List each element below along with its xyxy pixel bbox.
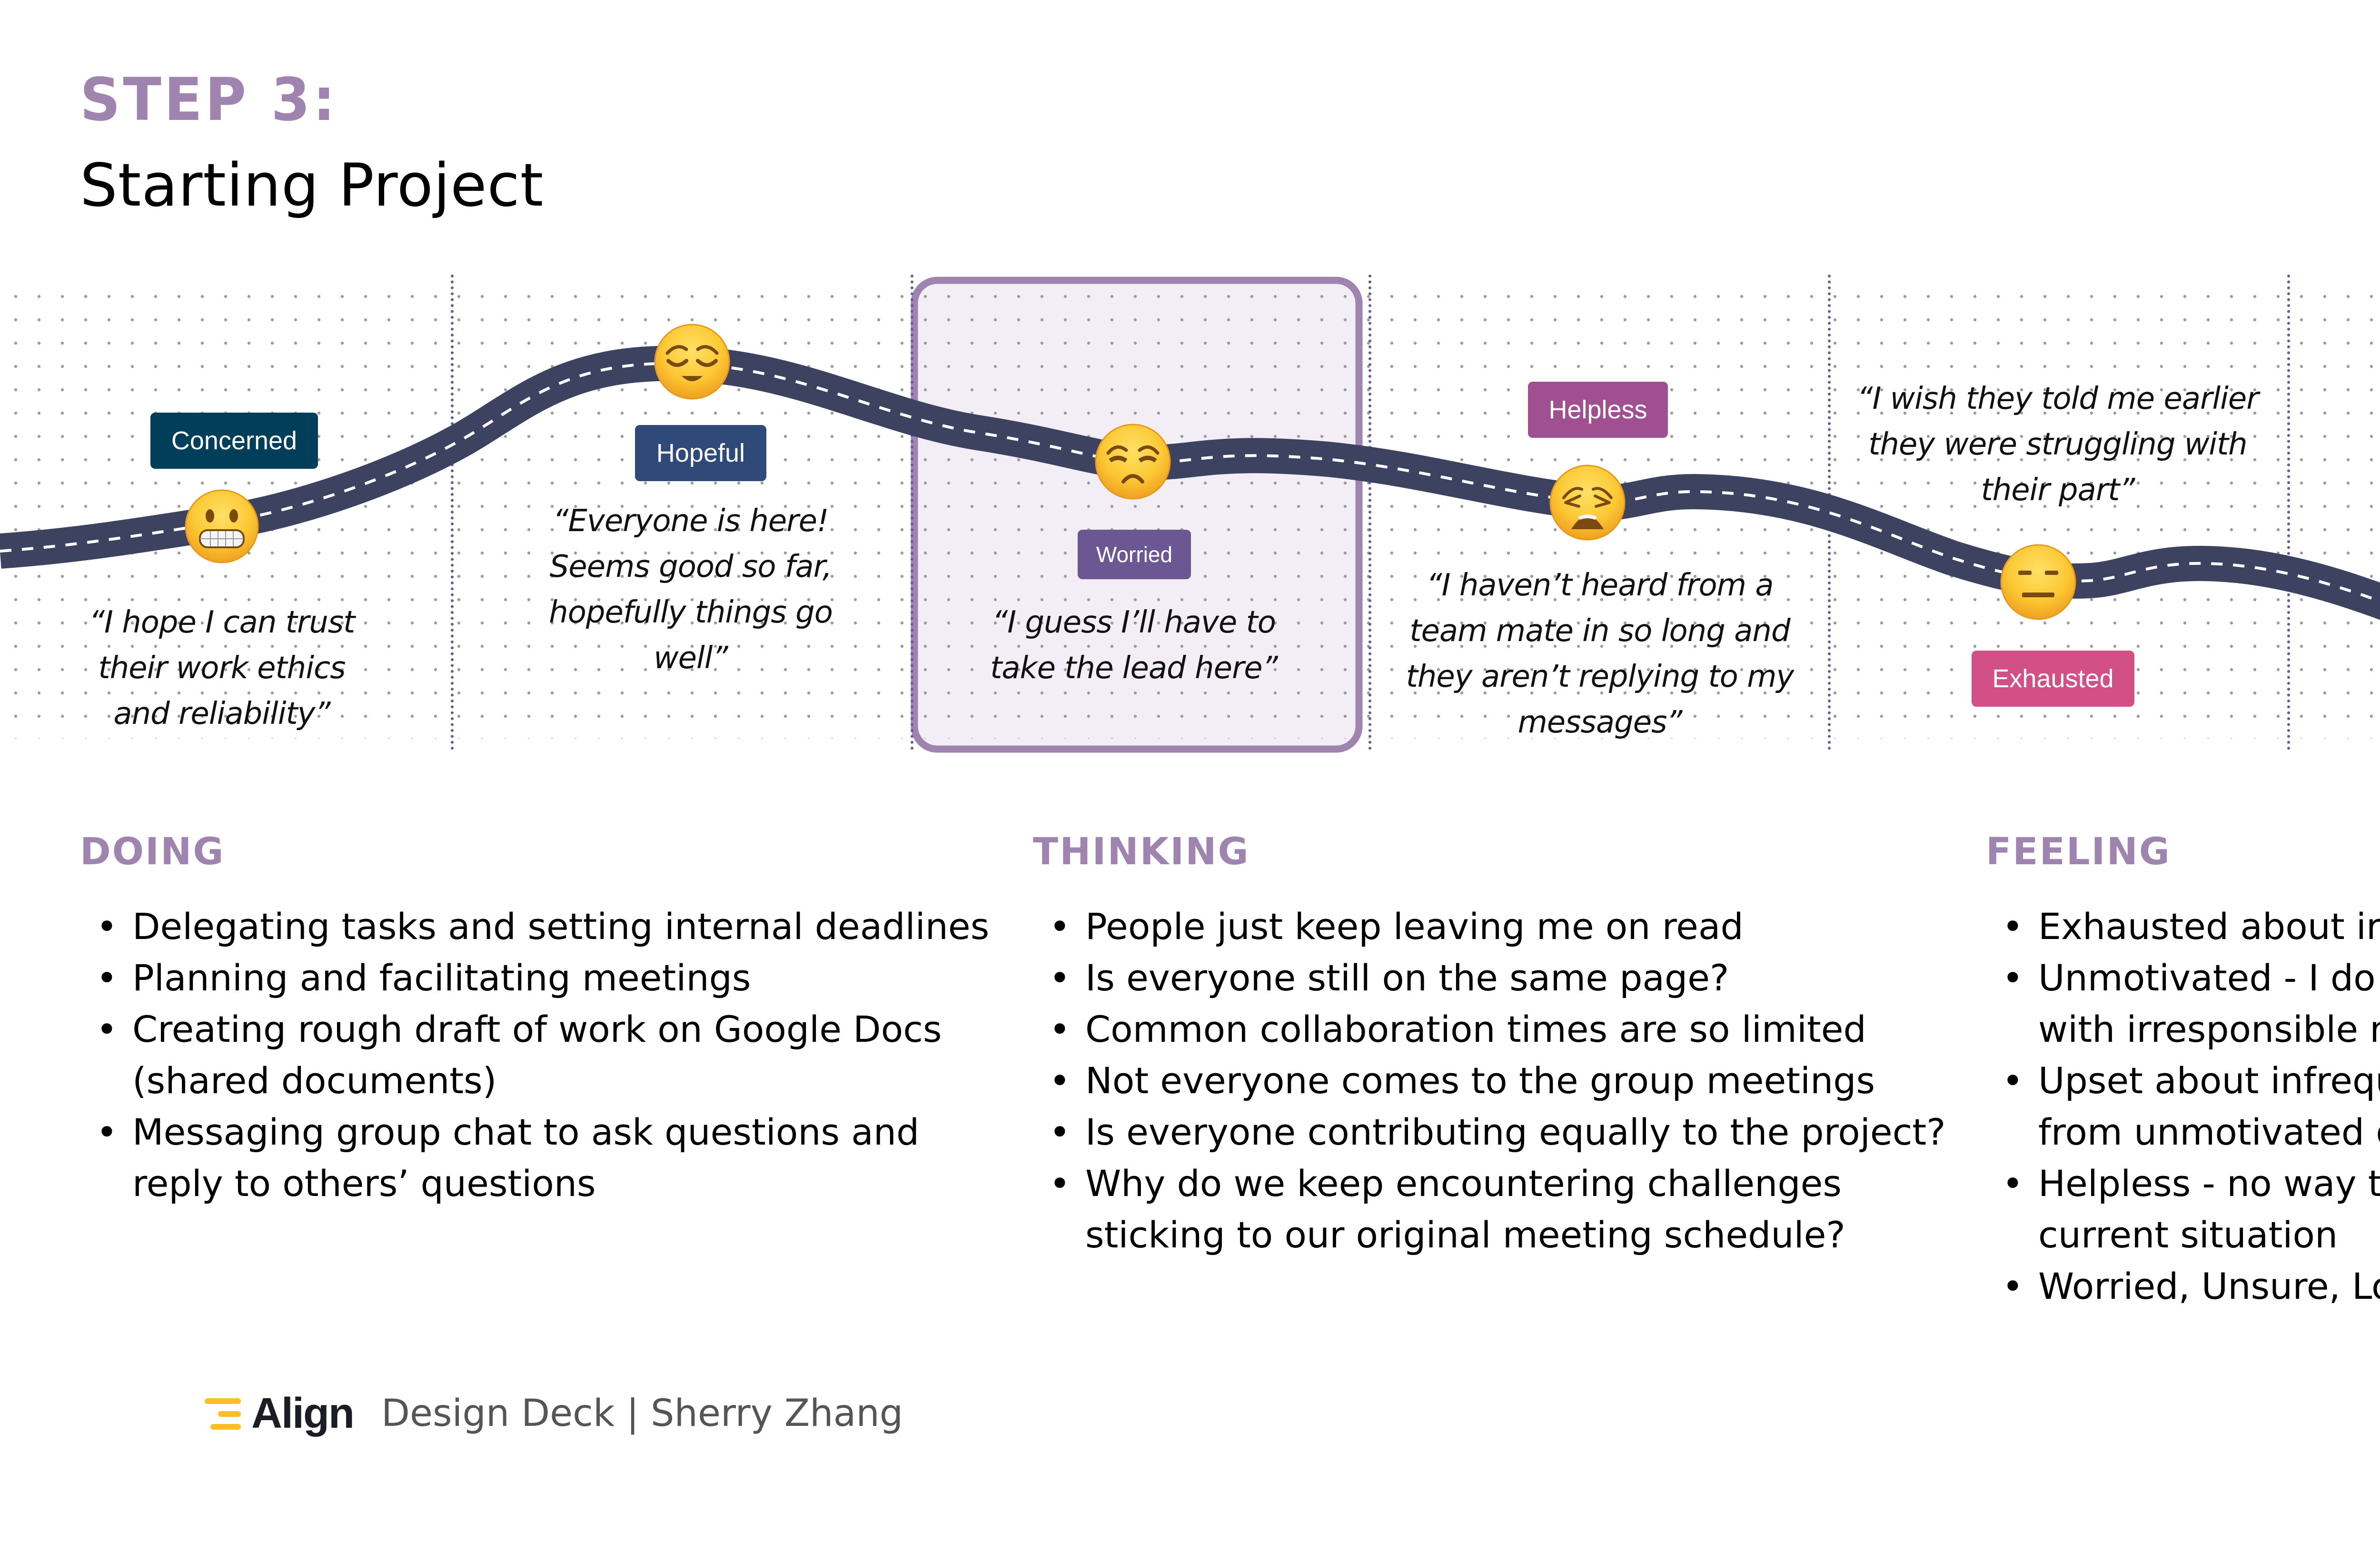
emotion-badge-concerned: Concerned — [150, 413, 318, 469]
list-item: •Unmotivated - I do not want to cope wit… — [2002, 957, 2380, 1050]
emotion-badge-helpless: Helpless — [1528, 382, 1668, 438]
list-item: •Is everyone still on the same page? — [1049, 957, 1729, 999]
emotion-badge-exhausted: Exhausted — [1972, 651, 2134, 707]
unamused-face-icon — [1095, 424, 1171, 500]
list-item: •Is everyone contributing equally to the… — [1049, 1111, 1946, 1153]
emotion-badge-worried: Worried — [1078, 530, 1191, 579]
emotion-badge-hopeful: Hopeful — [635, 425, 766, 481]
grimacing-face-icon — [185, 489, 259, 563]
list-item: •Not everyone comes to the group meeting… — [1049, 1059, 1875, 1102]
quote-concerned: “I hope I can trust their work ethics an… — [89, 605, 355, 731]
journey-map: Concerned Hopeful Worried Helpless Exhau… — [0, 267, 2380, 761]
logo-text: Align — [251, 1389, 355, 1437]
expressionless-face-icon — [2000, 544, 2076, 620]
list-item: •Why do we keep encountering challenges … — [1049, 1162, 1845, 1256]
thinking-title: THINKING — [1033, 830, 1250, 873]
list-item: •People just keep leaving me on read — [1049, 905, 1744, 948]
list-item: •Common collaboration times are so limit… — [1049, 1008, 1866, 1050]
thinking-list: •People just keep leaving me on read •Is… — [1034, 901, 1962, 1261]
quote-worried: “I guess I’ll have to take the lead here… — [990, 605, 1278, 686]
quote-hopeful: “Everyone is here! Seems good so far, ho… — [549, 504, 833, 676]
list-item: •Creating rough draft of work on Google … — [96, 1008, 942, 1102]
road-center-line — [0, 362, 2380, 603]
list-item: •Delegating tasks and setting internal d… — [96, 905, 990, 948]
list-item: •Planning and facilitating meetings — [96, 957, 751, 999]
relieved-face-icon — [654, 324, 730, 400]
weary-face-icon — [1549, 465, 1626, 541]
page-title: Starting Project — [80, 151, 544, 220]
list-item: •Worried, Unsure, Lost — [2002, 1265, 2380, 1307]
list-item: •Helpless - no way to change the current… — [2002, 1162, 2380, 1256]
quote-helpless: “I haven’t heard from a team mate in so … — [1406, 568, 1795, 740]
feeling-list: •Exhausted about irregular work hours •U… — [1987, 901, 2380, 1312]
footer-credit: Design Deck | Sherry Zhang — [381, 1392, 903, 1435]
list-item: •Upset about infrequent responses from u… — [2002, 1059, 2380, 1153]
list-item: •Messaging group chat to ask questions a… — [96, 1111, 920, 1205]
feeling-title: FEELING — [1986, 830, 2171, 873]
quote-exhausted: “I wish they told me earlier they were s… — [1857, 381, 2259, 508]
footer: Align Design Deck | Sherry Zhang — [205, 1385, 903, 1442]
doing-list: •Delegating tasks and setting internal d… — [81, 901, 1000, 1209]
list-item: •Exhausted about irregular work hours — [2002, 905, 2380, 948]
align-logo-icon — [205, 1398, 241, 1430]
doing-title: DOING — [80, 830, 225, 873]
step-label: STEP 3: — [80, 66, 338, 134]
